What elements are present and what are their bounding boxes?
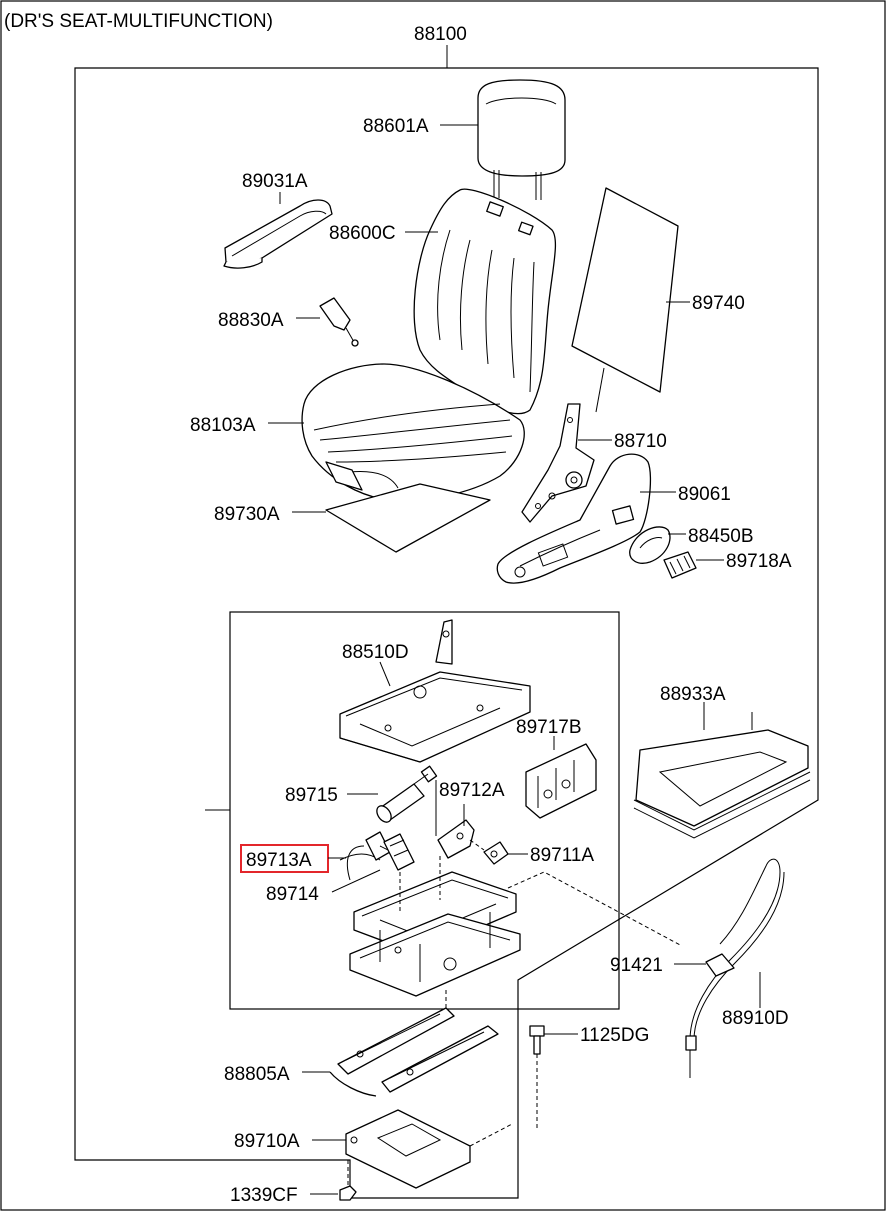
label-89712A: 89712A <box>439 780 505 801</box>
label-89715: 89715 <box>285 785 338 806</box>
switch-89718A <box>663 551 697 579</box>
label-89031A: 89031A <box>242 171 308 192</box>
assembly-label-88100: 88100 <box>414 24 467 45</box>
label-88710: 88710 <box>614 431 667 452</box>
seat-tray-88933A <box>633 712 811 839</box>
label-1125DG: 1125DG <box>580 1025 649 1046</box>
label-88805A: 88805A <box>224 1064 290 1085</box>
knob-88450B <box>629 526 671 564</box>
label-89711A: 89711A <box>530 845 594 866</box>
side-shield-89061 <box>496 453 652 584</box>
label-88510D: 88510D <box>342 642 409 663</box>
label-88103A: 88103A <box>190 415 256 436</box>
label-89717B: 89717B <box>516 717 582 738</box>
label-88450B: 88450B <box>688 526 754 547</box>
label-89740: 89740 <box>692 293 745 314</box>
label-88910D: 88910D <box>722 1008 789 1029</box>
assembly-frame <box>74 67 819 1199</box>
leader-89714 <box>331 869 381 893</box>
label-88601A: 88601A <box>363 116 429 137</box>
label-89718A: 89718A <box>726 551 792 572</box>
armrest-89031A <box>223 199 333 269</box>
module-89717B <box>525 743 597 819</box>
sensor-89711A <box>469 839 509 865</box>
connector-dash-91421 <box>507 871 683 947</box>
label-88600C: 88600C <box>329 223 396 244</box>
buckle-88830A <box>319 297 359 347</box>
seat-frame-88510D <box>339 619 531 763</box>
lower-frame-89701A <box>349 856 521 997</box>
switch-assembly-89714 <box>383 833 415 871</box>
motor-89715 <box>376 765 438 823</box>
label-88830A: 88830A <box>218 310 284 331</box>
pad-89730A <box>325 483 491 553</box>
seat-cushion-88103A <box>301 363 525 502</box>
label-91421: 91421 <box>610 955 663 976</box>
label-89714: 89714 <box>266 884 319 905</box>
nut-1339CF <box>339 1160 357 1201</box>
label-1339CF: 1339CF <box>230 1185 298 1206</box>
base-plate-89710A <box>345 1109 513 1189</box>
label-88933A: 88933A <box>660 684 726 705</box>
label-89061: 89061 <box>678 484 731 505</box>
bracket-89712A <box>435 780 475 859</box>
recliner-88710 <box>521 403 595 523</box>
label-89730A: 89730A <box>214 504 280 525</box>
diagram-title: (DR'S SEAT-MULTIFUNCTION) <box>4 11 273 32</box>
back-panel-89740 <box>571 187 679 413</box>
leader-88510D <box>379 661 391 687</box>
label-89710A: 89710A <box>234 1131 300 1152</box>
seat-track-88805A <box>329 990 499 1097</box>
headrest-88601A <box>477 79 566 200</box>
bolt-1125DG <box>529 1025 545 1128</box>
seatback-88600C <box>413 188 557 415</box>
cable-88910D <box>685 858 785 1078</box>
label-89713A: 89713A <box>246 850 312 871</box>
